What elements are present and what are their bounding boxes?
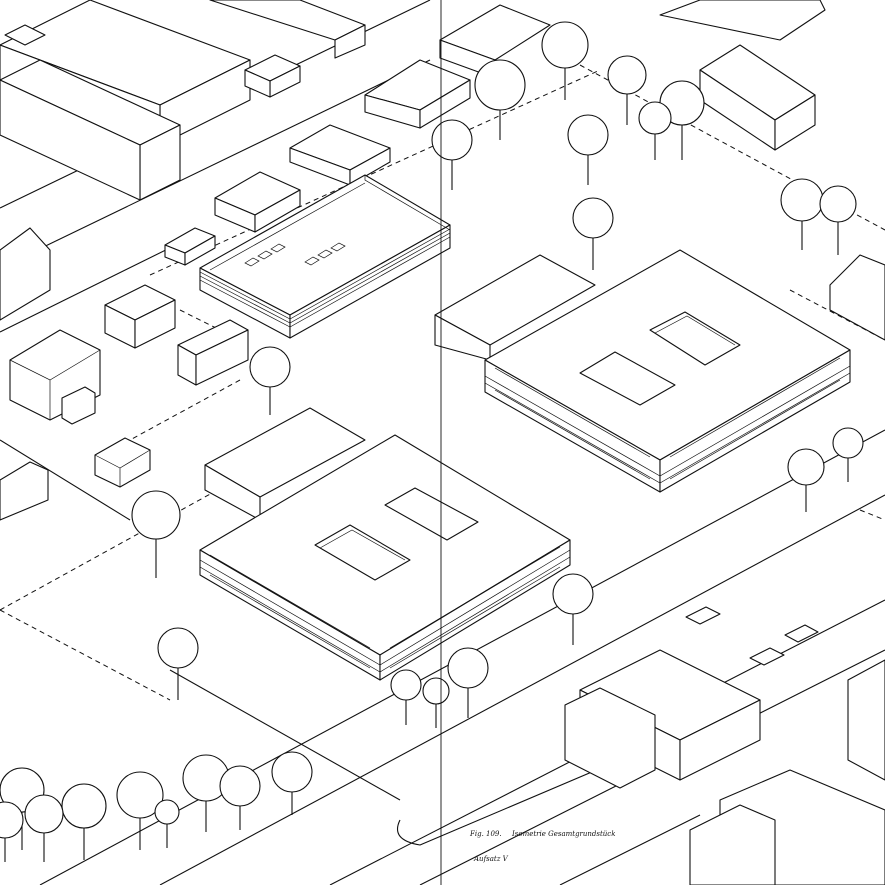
figure-title: Isometrie Gesamtgrundstück [512, 830, 616, 838]
facade-windows-west [209, 546, 561, 669]
section-label: Aufsatz V [474, 855, 508, 863]
skylights [244, 242, 346, 267]
school-building-east [434, 249, 851, 493]
trees [0, 21, 864, 862]
figure-number: Fig. 109. [470, 830, 502, 838]
highlighted-building [199, 174, 451, 339]
school-building-west [199, 407, 571, 681]
facade-windows-east [494, 357, 841, 480]
